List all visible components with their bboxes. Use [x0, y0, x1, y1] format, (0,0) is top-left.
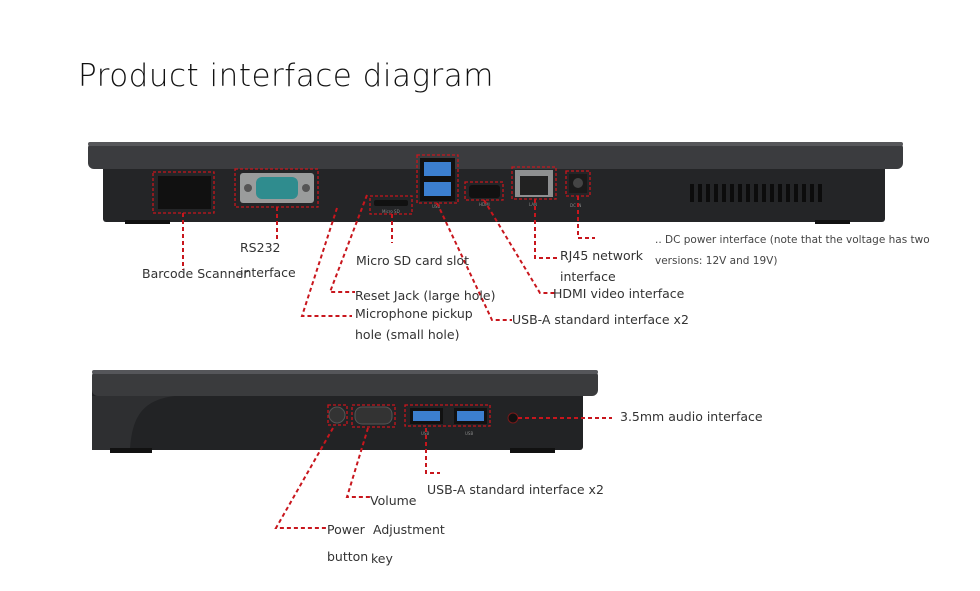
side-callout-boxes [327, 404, 491, 428]
leader-hdmi [483, 199, 555, 294]
label-microphone: Microphone pickup [355, 306, 473, 321]
side-device: USB USB [92, 370, 598, 453]
top-device-lid [88, 142, 903, 169]
mark-dc: DC IN [570, 203, 581, 208]
volume-rocker [354, 406, 393, 425]
leader-mic [300, 207, 352, 317]
label-usb-side: USB-A standard interface x2 [427, 482, 604, 497]
label-adjustment: Adjustment [373, 522, 445, 537]
mark-lan: LAN [529, 202, 537, 207]
top-device: Micro SD USB HDMI LAN DC IN [88, 142, 903, 224]
label-power-button: button [327, 549, 369, 564]
page-title: Product interface diagram [78, 58, 494, 94]
vent-slots [690, 184, 822, 202]
leader-power [274, 427, 334, 529]
power-button [328, 406, 346, 424]
mark-microsd: Micro SD [382, 209, 400, 214]
mark-hdmi: HDMI [479, 202, 490, 207]
label-rs232-interface: interface [240, 265, 296, 280]
side-device-lid [92, 370, 598, 396]
leader-dc [577, 196, 595, 239]
label-volume: Volume [370, 493, 417, 508]
audio-jack [507, 412, 519, 424]
label-hdmi: HDMI video interface [553, 286, 685, 301]
leader-usb-top [436, 202, 512, 321]
microsd-slot [374, 200, 408, 206]
label-rs232: RS232 [240, 240, 281, 255]
mark-usb: USB [432, 204, 440, 209]
label-dc-versions: versions: 12V and 19V) [655, 255, 778, 267]
hdmi-port [469, 185, 500, 198]
mark-usb2: USB [465, 431, 473, 436]
label-usb-top: USB-A standard interface x2 [512, 312, 689, 327]
leader-rj45 [534, 199, 560, 259]
label-microsd: Micro SD card slot [356, 253, 470, 268]
label-reset-jack: Reset Jack (large hole) [355, 288, 496, 303]
mark-usb1: USB [421, 431, 429, 436]
barcode-window [158, 176, 211, 209]
label-audio: 3.5mm audio interface [620, 409, 763, 424]
leader-usb-side [425, 428, 440, 474]
leader-volume [345, 427, 370, 498]
leader-reset [328, 194, 368, 293]
label-microphone-hole: hole (small hole) [355, 327, 460, 342]
label-dc-power: .. DC power interface (note that the vol… [655, 234, 930, 246]
label-rj45-interface: interface [560, 269, 616, 284]
label-rj45: RJ45 network [560, 248, 644, 263]
label-power: Power [327, 522, 365, 537]
label-barcode-scanner: Barcode Scanner [142, 266, 249, 281]
label-adjustment-key: key [371, 551, 393, 566]
